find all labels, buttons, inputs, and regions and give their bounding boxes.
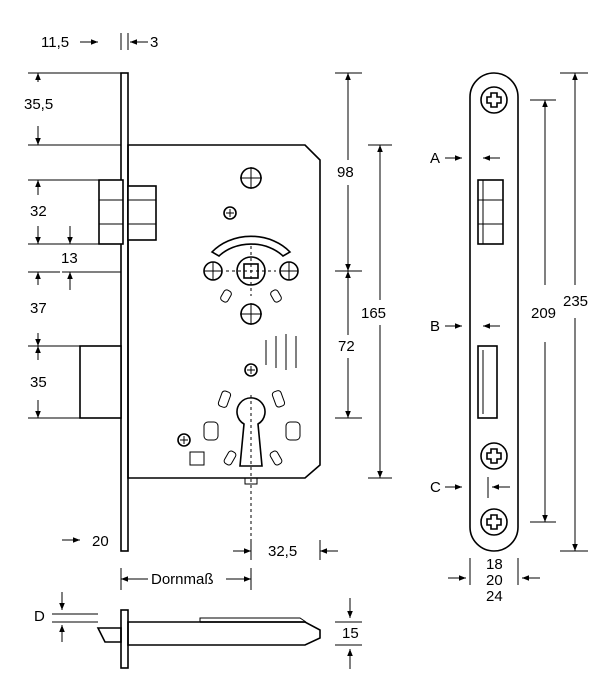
- dim-case-height: 165: [361, 305, 386, 322]
- dim-face-offset: 11,5: [41, 34, 69, 51]
- dimensions-faceplate: [445, 72, 588, 585]
- top-faceplate: [120, 609, 129, 669]
- dim-hole-spacing: 209: [531, 305, 556, 322]
- dimensions-left: [28, 33, 148, 543]
- latch-bolt: [98, 179, 157, 245]
- follower-slots: [220, 289, 282, 303]
- dead-bolt: [79, 345, 122, 419]
- dimensions-top: [52, 592, 362, 669]
- dim-latch-to-bolt: 37: [30, 300, 47, 317]
- screw-icon: [223, 206, 237, 220]
- dim-bolt-throw: 20: [92, 533, 109, 550]
- screw-icon: [244, 363, 258, 377]
- dim-width-20: 20: [486, 572, 503, 589]
- dim-bolt-height: 35: [30, 374, 47, 391]
- screw-icon: [177, 433, 191, 447]
- lock-case: [127, 144, 321, 479]
- follower-holes: [203, 261, 299, 325]
- lock-top-view: [96, 609, 321, 669]
- faceplate-front-view: [469, 72, 519, 552]
- dim-case-depth: 15: [342, 625, 359, 642]
- cylinder-tab: [244, 477, 258, 485]
- faceplate-bolt-opening: [477, 345, 498, 419]
- label-c: C: [430, 479, 441, 496]
- screw-icon: [480, 442, 508, 470]
- dim-width-18: 18: [486, 556, 503, 573]
- label-d: D: [34, 608, 45, 625]
- screw-icon: [480, 508, 508, 536]
- faceplate: [469, 72, 519, 552]
- dim-face-thickness: 3: [150, 34, 158, 51]
- dim-case-rear: 32,5: [268, 543, 297, 560]
- label-a: A: [430, 150, 440, 167]
- cylinder-hole: [236, 397, 266, 467]
- dim-backset: Dornmaß: [151, 571, 214, 588]
- cylinder-slots: [203, 390, 301, 466]
- small-square: [189, 451, 205, 466]
- faceplate-latch: [477, 179, 504, 245]
- dim-width-24: 24: [486, 588, 503, 605]
- top-latch: [96, 627, 122, 643]
- label-b: B: [430, 318, 440, 335]
- spring-lines: [265, 334, 297, 370]
- top-case: [127, 621, 321, 646]
- dim-handle-to-cylinder: 72: [338, 338, 355, 355]
- dim-faceplate-length: 235: [563, 293, 588, 310]
- faceplate-side: [120, 72, 129, 552]
- dim-top-to-latch: 35,5: [24, 96, 53, 113]
- dimensions-body-right: [120, 72, 392, 590]
- fixing-hole-top: [240, 167, 262, 189]
- screw-icon: [480, 86, 508, 114]
- dim-latch-height: 32: [30, 203, 47, 220]
- lock-front-view: [79, 72, 321, 552]
- handle-follower: [226, 246, 276, 296]
- follower-arc: [210, 235, 292, 257]
- dim-latch-gap: 13: [61, 250, 78, 267]
- dim-top-to-handle: 98: [337, 164, 354, 181]
